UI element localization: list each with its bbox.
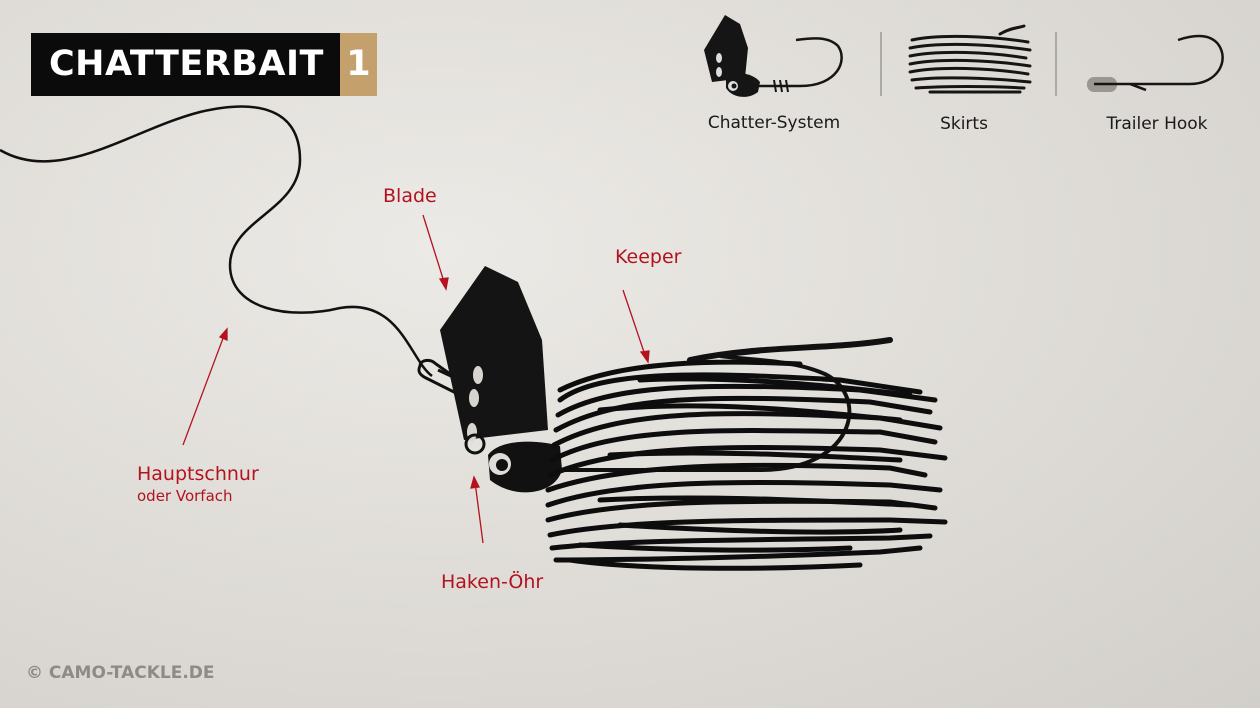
label-haken-oehr: Haken-Öhr [441, 571, 544, 593]
skirts-icon [908, 24, 1032, 94]
label-keeper: Keeper [615, 246, 682, 268]
label-arrows [182, 214, 650, 544]
skirt-icon [545, 359, 948, 571]
title-badge: CHATTERBAIT 1 [31, 33, 377, 96]
legend-label-skirts: Skirts [940, 114, 988, 134]
trailer-hook-icon [687, 337, 893, 363]
label-hauptschnur: Hauptschnur [137, 463, 259, 485]
chatter-system-icon [704, 15, 843, 97]
title-number: 1 [339, 33, 377, 96]
blade-icon [440, 266, 548, 441]
page-title: CHATTERBAIT [31, 33, 340, 96]
legend-label-trailer-hook: Trailer Hook [1106, 114, 1208, 134]
fishing-line [0, 105, 433, 378]
legend-label-chatter-system: Chatter-System [707, 113, 841, 133]
label-hauptschnur-sub: oder Vorfach [137, 487, 233, 505]
label-blade: Blade [383, 185, 437, 207]
copyright: © CAMO-TACKLE.DE [26, 663, 215, 683]
trailer-hook-legend-icon [1087, 34, 1224, 92]
jig-head-icon [488, 441, 562, 493]
split-ring-icon [464, 433, 486, 455]
